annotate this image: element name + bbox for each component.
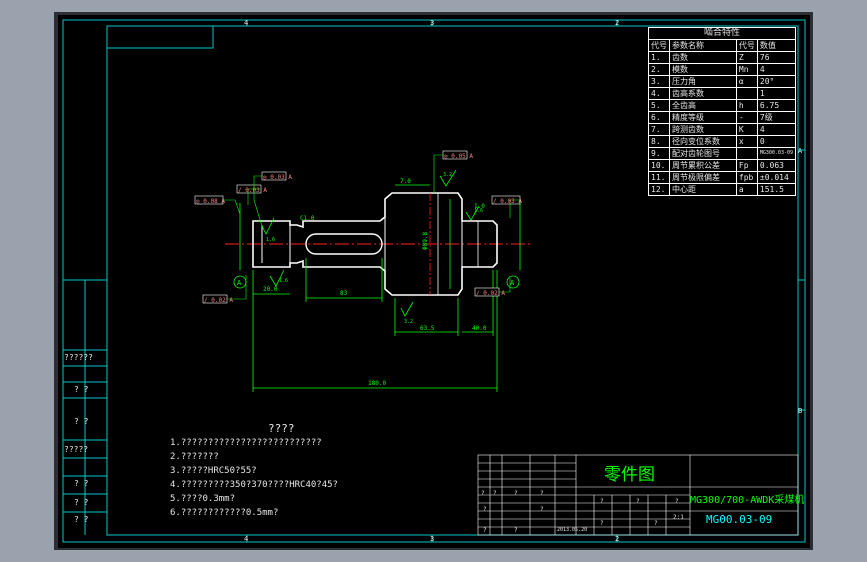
dim-center-length: 83 bbox=[340, 290, 348, 297]
header-cell: 代号 bbox=[648, 39, 670, 52]
sheet-border-outer bbox=[62, 19, 806, 543]
title-block-cell: ? bbox=[600, 520, 604, 527]
keyway-slot bbox=[305, 233, 383, 255]
tolerance-text: / 0.02 A bbox=[204, 297, 233, 304]
note-line: 1.?????????????????????????? bbox=[170, 438, 322, 448]
title-block-cell: ? bbox=[483, 527, 487, 534]
roughness-symbols bbox=[261, 169, 480, 317]
note-line: 4.?????????350?370????HRC40?45? bbox=[170, 480, 338, 490]
side-table-cell: ? ? bbox=[74, 498, 89, 507]
side-table-cell: ?????? bbox=[64, 353, 93, 362]
tolerance-leaders bbox=[223, 154, 520, 300]
title-block-cell: ? bbox=[636, 498, 640, 505]
roughness-value: 1.6 bbox=[474, 208, 483, 214]
title-block-cell: ? bbox=[514, 527, 518, 534]
dim-center-diameter: Φ89.8 bbox=[422, 232, 429, 250]
tolerance-text: ◎ 0.08 A bbox=[196, 198, 225, 205]
zone-label-bottom: 3 bbox=[430, 535, 434, 543]
param-table-header: 代号 参数名称 代号 数值 bbox=[648, 39, 797, 52]
title-block-cell: ? bbox=[493, 490, 497, 497]
datum-circle-right bbox=[506, 275, 520, 289]
note-line: 3.?????HRC50?55? bbox=[170, 466, 257, 476]
tolerance-text: / 0.03 A bbox=[493, 198, 522, 205]
dim-right-length-2: 40.0 bbox=[472, 325, 487, 332]
dim-total-length: 180.0 bbox=[368, 380, 386, 387]
tolerance-text: / 0.02 A bbox=[476, 290, 505, 297]
drawing-date: 2013.05.20 bbox=[557, 527, 588, 533]
title-block-cell: ? bbox=[481, 490, 485, 497]
title-block-cell: ? bbox=[483, 506, 487, 513]
side-table-cell: ? ? bbox=[74, 385, 89, 394]
roughness-value: 3.2 bbox=[404, 319, 413, 325]
tolerance-text: ◎ 0.05 A bbox=[444, 153, 473, 160]
zone-label-top: 4 bbox=[244, 19, 248, 27]
header-cell: 参数名称 bbox=[669, 39, 737, 52]
zone-label-right: A bbox=[798, 147, 803, 155]
notes-title: ???? bbox=[268, 422, 295, 435]
drawing-scale: 2:1 bbox=[673, 514, 684, 521]
zone-label-right: B bbox=[798, 407, 802, 415]
shaft-outline bbox=[252, 192, 498, 296]
zone-label-top: 2 bbox=[615, 19, 619, 27]
note-line: 5.????0.3mm? bbox=[170, 494, 236, 504]
machine-name: MG300/700-AWDK采煤机 bbox=[690, 495, 805, 506]
title-block-cell: ? bbox=[540, 490, 544, 497]
title-block-cell: ? bbox=[600, 498, 604, 505]
side-table-cell: ????? bbox=[64, 445, 89, 454]
table-row: 6.精度等级-7级 bbox=[648, 111, 797, 124]
zone-label-bottom: 2 bbox=[615, 535, 619, 543]
tolerance-text: ◎ 0.03 A bbox=[263, 174, 292, 181]
part-title: 零件图 bbox=[604, 465, 655, 485]
title-block-lines bbox=[477, 454, 799, 536]
note-line: 2.??????? bbox=[170, 452, 219, 462]
dim-right-length-1: 63.5 bbox=[420, 325, 435, 332]
title-block-cell: ? bbox=[514, 490, 518, 497]
title-block-cell: ? bbox=[654, 520, 658, 527]
note-line: 6.????????????0.5mm? bbox=[170, 508, 279, 518]
dim-right-width: 1.0 bbox=[474, 203, 485, 210]
side-table-cell: ? ? bbox=[74, 479, 89, 488]
dim-chamfer: C1.0 bbox=[300, 215, 315, 222]
zone-label-bottom: 4 bbox=[244, 535, 248, 543]
top-left-box bbox=[107, 26, 214, 49]
header-cell: 数值 bbox=[756, 39, 797, 52]
datum-label: A bbox=[237, 279, 242, 287]
dim-left-length: 20.0 bbox=[263, 286, 278, 293]
param-table-caption: 啮合特性 bbox=[648, 27, 796, 40]
drawing-number: MG00.03-09 bbox=[706, 513, 773, 526]
title-block-cell: ? bbox=[540, 506, 544, 513]
side-table-cell: ? ? bbox=[74, 515, 89, 524]
side-table-cell: ? ? bbox=[74, 417, 89, 426]
roughness-value: 3.2 bbox=[443, 172, 452, 178]
roughness-value: 1.6 bbox=[266, 237, 275, 243]
datum-label: A bbox=[510, 279, 515, 287]
side-table-lines bbox=[63, 279, 107, 535]
dim-keyway: 7.0 bbox=[400, 178, 411, 185]
dimension-lines bbox=[239, 184, 521, 392]
header-cell: 代号 bbox=[735, 39, 758, 52]
title-block-cell: ? bbox=[675, 498, 679, 505]
tolerance-text: / 0.03 A bbox=[238, 187, 267, 194]
zone-label-top: 3 bbox=[430, 19, 434, 27]
roughness-value: 1.6 bbox=[279, 278, 288, 284]
